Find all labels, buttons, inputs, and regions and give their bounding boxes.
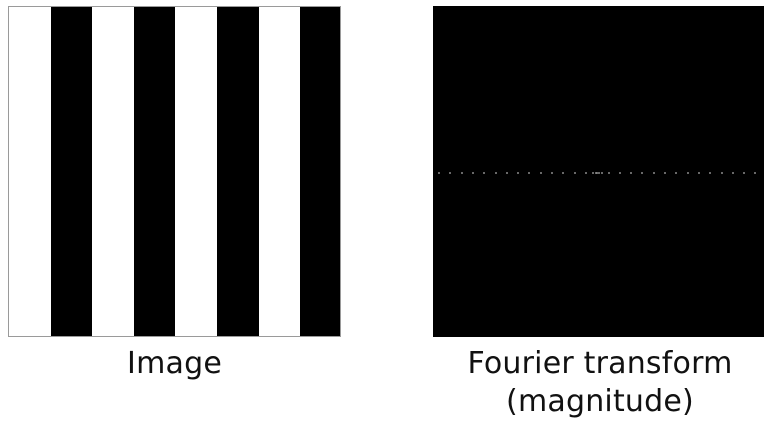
frequency-dot: [471, 172, 474, 174]
frequency-dot: [686, 172, 689, 174]
frequency-dot: [601, 172, 603, 174]
frequency-dot: [449, 172, 452, 174]
frequency-dot: [596, 172, 599, 174]
frequency-dot: [517, 172, 520, 174]
frequency-dot: [573, 172, 576, 174]
frequency-dot: [641, 172, 644, 174]
frequency-dot: [675, 172, 678, 174]
frequency-dot: [539, 172, 542, 174]
white-stripe: [258, 7, 301, 336]
frequency-dot: [460, 172, 463, 174]
fourier-caption-line2: (magnitude): [506, 384, 694, 419]
frequency-dot: [754, 172, 757, 174]
frequency-dot: [720, 172, 723, 174]
frequency-dot: [630, 172, 633, 174]
frequency-dot: [562, 172, 565, 174]
frequency-dot: [697, 172, 700, 174]
fourier-magnitude-panel: [433, 6, 764, 337]
frequency-dot: [731, 172, 734, 174]
black-stripe: [133, 7, 176, 336]
frequency-dot: [598, 172, 600, 174]
frequency-dot: [664, 172, 666, 174]
fourier-caption: Fourier transform (magnitude): [400, 345, 772, 421]
image-caption: Image: [127, 346, 222, 381]
frequency-dot: [584, 172, 587, 174]
stripe-image-panel: [8, 6, 341, 337]
frequency-dot: [483, 172, 486, 174]
white-stripe: [92, 7, 135, 336]
frequency-dot: [528, 172, 531, 174]
frequency-dot: [709, 172, 712, 174]
frequency-dot: [595, 172, 597, 174]
fourier-caption-line1: Fourier transform: [467, 346, 733, 381]
frequency-dot: [618, 172, 621, 174]
white-stripe: [9, 7, 52, 336]
frequency-dot: [494, 172, 497, 174]
black-stripe: [50, 7, 93, 336]
frequency-dot: [652, 172, 655, 174]
frequency-dot: [438, 172, 440, 174]
black-stripe: [300, 7, 340, 336]
frequency-dot: [743, 172, 746, 174]
white-stripe: [175, 7, 218, 336]
frequency-dot: [607, 172, 610, 174]
frequency-dot: [505, 172, 508, 174]
frequency-dot: [592, 172, 594, 174]
black-stripe: [217, 7, 260, 336]
frequency-dot: [551, 172, 553, 174]
